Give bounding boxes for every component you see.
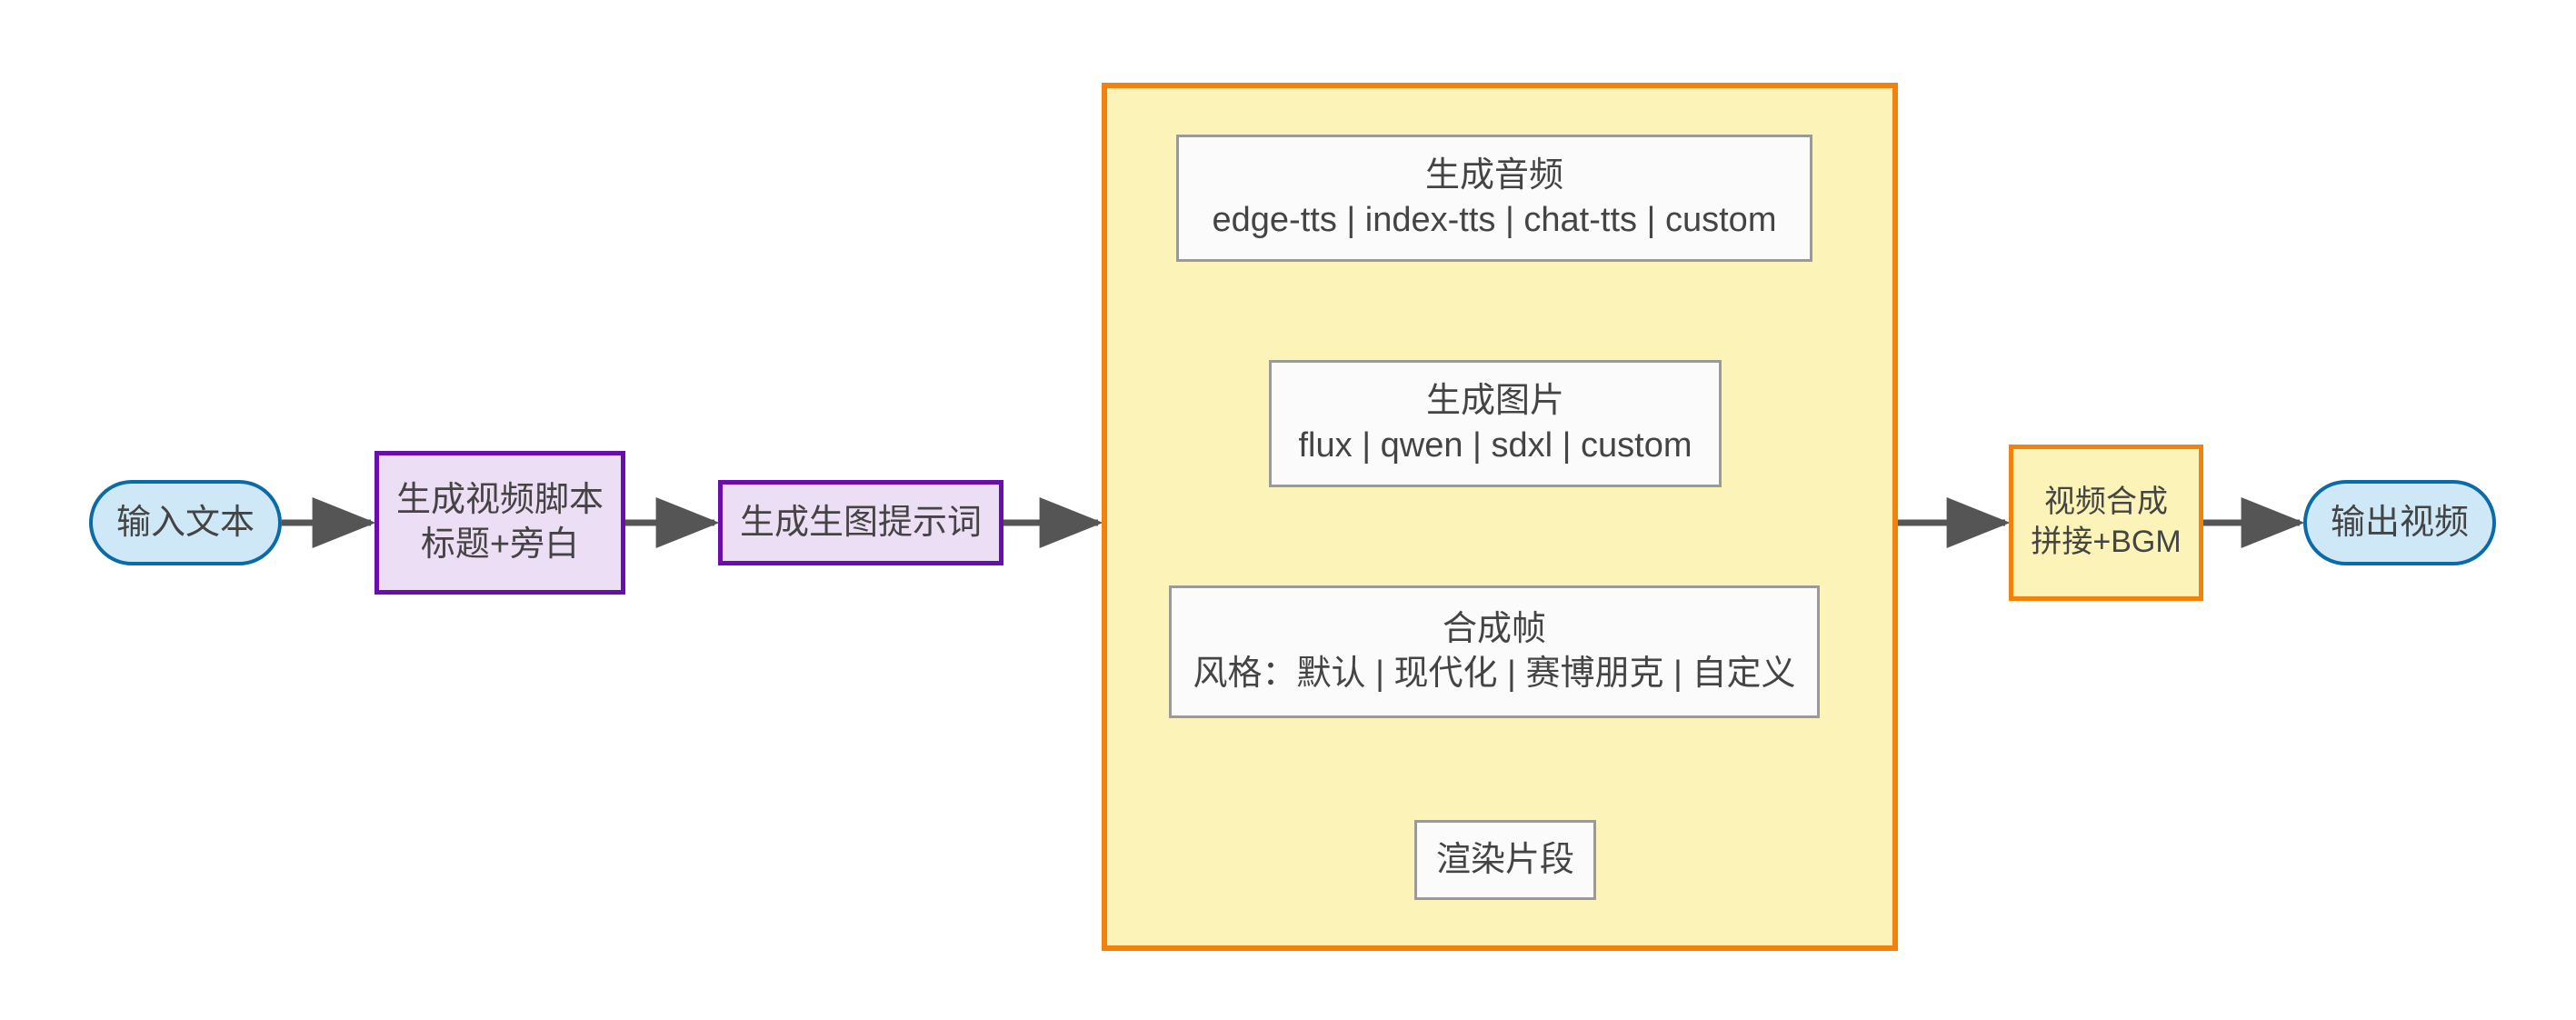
node-video-compose[interactable]: 视频合成 拼接+BGM (2009, 445, 2203, 601)
node-render-clip-label: 渲染片段 (1435, 840, 1574, 879)
node-output-video[interactable]: 输出视频 (2303, 480, 2496, 565)
node-output-video-label: 输出视频 (2330, 503, 2469, 542)
node-generate-image-prompt[interactable]: 生成生图提示词 (718, 480, 1003, 565)
node-compose-frame-line2: 风格：默认 | 现代化 | 赛博朋克 | 自定义 (1193, 655, 1796, 693)
node-generate-image[interactable]: 生成图片 flux | qwen | sdxl | custom (1269, 360, 1722, 487)
node-generate-script-line2: 标题+旁白 (420, 525, 580, 564)
node-generate-image-line1: 生成图片 (1425, 382, 1564, 421)
node-generate-audio[interactable]: 生成音频 edge-tts | index-tts | chat-tts | c… (1176, 135, 1812, 262)
node-compose-frame-line1: 合成帧 (1442, 610, 1546, 649)
node-render-clip[interactable]: 渲染片段 (1414, 820, 1596, 900)
node-generate-audio-line2: edge-tts | index-tts | chat-tts | custom (1212, 201, 1777, 239)
node-input-text-label: 输入文本 (115, 503, 255, 542)
node-input-text[interactable]: 输入文本 (89, 480, 282, 565)
node-generate-script[interactable]: 生成视频脚本 标题+旁白 (374, 451, 625, 595)
node-video-compose-line2: 拼接+BGM (2031, 525, 2182, 559)
node-generate-image-prompt-label: 生成生图提示词 (739, 503, 982, 542)
node-compose-frame[interactable]: 合成帧 风格：默认 | 现代化 | 赛博朋克 | 自定义 (1169, 585, 1820, 718)
node-video-compose-line1: 视频合成 (2044, 485, 2168, 520)
node-generate-script-line1: 生成视频脚本 (395, 481, 604, 520)
node-generate-audio-line1: 生成音频 (1424, 156, 1563, 195)
node-generate-image-line2: flux | qwen | sdxl | custom (1298, 426, 1692, 465)
